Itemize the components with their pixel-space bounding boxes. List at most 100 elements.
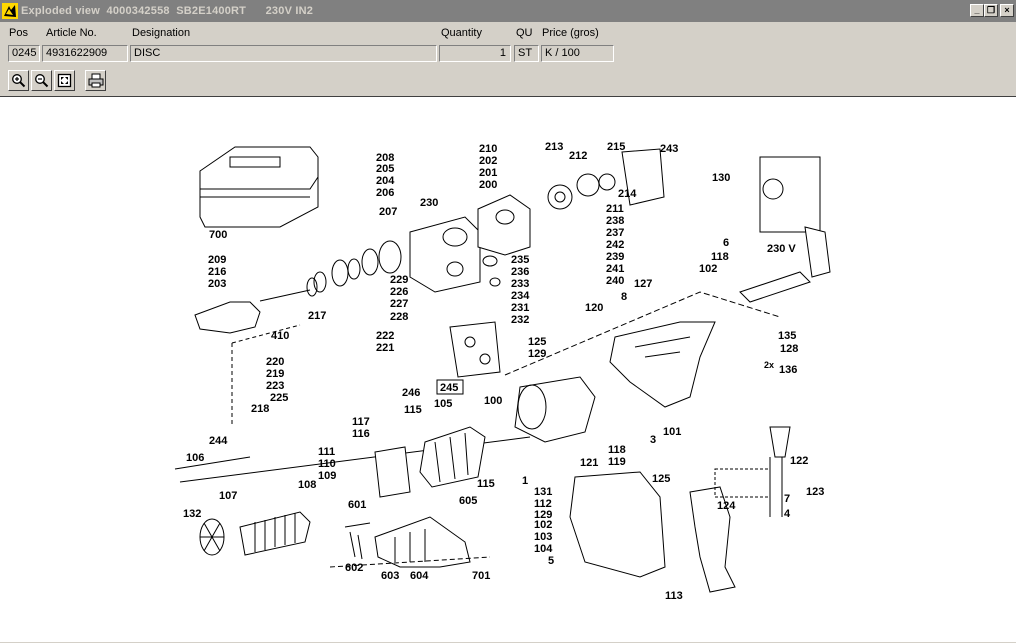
part-label[interactable]: 118	[711, 251, 729, 263]
part-label[interactable]: 100	[484, 395, 502, 407]
part-label[interactable]: 108	[298, 479, 316, 491]
restore-button[interactable]: ❐	[984, 4, 998, 17]
part-label[interactable]: 104	[534, 543, 553, 555]
part-label[interactable]: 410	[271, 330, 289, 342]
part-label[interactable]: 206	[376, 187, 394, 199]
part-label[interactable]: 200	[479, 179, 497, 191]
pos-field[interactable]: 0245	[8, 45, 40, 62]
part-label[interactable]: 235	[511, 254, 529, 266]
part-label[interactable]: 217	[308, 310, 326, 322]
part-label[interactable]: 110	[318, 458, 336, 470]
designation-field[interactable]: DISC	[130, 45, 437, 62]
part-label[interactable]: 220	[266, 356, 284, 368]
part-label[interactable]: 113	[665, 590, 683, 602]
price-field[interactable]: K / 100	[541, 45, 614, 62]
part-label[interactable]: 225	[270, 392, 288, 404]
part-label[interactable]: 118	[608, 444, 626, 456]
part-label[interactable]: 121	[580, 457, 598, 469]
part-label[interactable]: 204	[376, 175, 395, 187]
part-label[interactable]: 125	[528, 336, 546, 348]
part-label[interactable]: 115	[404, 404, 422, 416]
part-label[interactable]: 219	[266, 368, 284, 380]
part-label[interactable]: 221	[376, 342, 394, 354]
part-label[interactable]: 111	[318, 446, 335, 458]
minimize-button[interactable]: _	[970, 4, 984, 17]
part-label[interactable]: 242	[606, 239, 624, 251]
part-label[interactable]: 120	[585, 302, 603, 314]
part-label[interactable]: 201	[479, 167, 497, 179]
part-label[interactable]: 226	[390, 286, 408, 298]
part-label[interactable]: 223	[266, 380, 284, 392]
part-label[interactable]: 229	[390, 274, 408, 286]
part-label[interactable]: 106	[186, 452, 204, 464]
part-label[interactable]: 212	[569, 150, 587, 162]
part-label[interactable]: 238	[606, 215, 624, 227]
quantity-field[interactable]: 1	[439, 45, 511, 62]
part-label[interactable]: 232	[511, 314, 529, 326]
part-label[interactable]: 203	[208, 278, 226, 290]
part-label[interactable]: 604	[410, 570, 429, 582]
part-label[interactable]: 136	[779, 364, 797, 376]
part-label[interactable]: 125	[652, 473, 670, 485]
part-label[interactable]: 122	[790, 455, 808, 467]
part-label[interactable]: 132	[183, 508, 201, 520]
part-label[interactable]: 230	[420, 197, 438, 209]
part-label[interactable]: 105	[434, 398, 452, 410]
part-label[interactable]: 237	[606, 227, 624, 239]
part-label[interactable]: 601	[348, 499, 366, 511]
part-label[interactable]: 603	[381, 570, 399, 582]
part-label[interactable]: 107	[219, 490, 237, 502]
part-label[interactable]: 128	[780, 343, 798, 355]
part-label[interactable]: 209	[208, 254, 226, 266]
article-field[interactable]: 4931622909	[42, 45, 128, 62]
close-button[interactable]: ×	[1000, 4, 1014, 17]
part-label[interactable]: 241	[606, 263, 624, 275]
part-label[interactable]: 131	[534, 486, 552, 498]
part-label[interactable]: 218	[251, 403, 269, 415]
part-label[interactable]: 243	[660, 143, 678, 155]
part-label[interactable]: 215	[607, 141, 625, 153]
part-label[interactable]: 130	[712, 172, 730, 184]
part-label[interactable]: 123	[806, 486, 824, 498]
part-label[interactable]: 602	[345, 562, 363, 574]
part-label[interactable]: 211	[606, 203, 624, 215]
part-label[interactable]: 214	[618, 188, 637, 200]
part-label[interactable]: 701	[472, 570, 490, 582]
part-label[interactable]: 213	[545, 141, 563, 153]
part-label[interactable]: 6	[723, 237, 729, 249]
part-label[interactable]: 129	[534, 509, 552, 521]
part-label[interactable]: 240	[606, 275, 624, 287]
part-label[interactable]: 117	[352, 416, 370, 428]
zoom-out-button[interactable]	[31, 70, 52, 91]
part-label[interactable]: 129	[528, 348, 546, 360]
part-label[interactable]: 210	[479, 143, 497, 155]
part-label[interactable]: 115	[477, 478, 495, 490]
part-label[interactable]: 124	[717, 500, 736, 512]
part-label[interactable]: 246	[402, 387, 420, 399]
part-label[interactable]: 4	[784, 508, 791, 520]
part-label[interactable]: 605	[459, 495, 477, 507]
part-label[interactable]: 109	[318, 470, 336, 482]
part-label[interactable]: 101	[663, 426, 681, 438]
part-label[interactable]: 102	[699, 263, 717, 275]
part-label[interactable]: 244	[209, 435, 228, 447]
part-label[interactable]: 231	[511, 302, 529, 314]
part-label[interactable]: 208	[376, 152, 394, 164]
exploded-view-diagram[interactable]: 2082052042062077002302102022012002132122…	[0, 97, 1016, 643]
part-label[interactable]: 239	[606, 251, 624, 263]
part-label[interactable]: 5	[548, 555, 554, 567]
part-label[interactable]: 222	[376, 330, 394, 342]
part-label[interactable]: 207	[379, 206, 397, 218]
fit-to-window-button[interactable]	[54, 70, 75, 91]
part-label[interactable]: 205	[376, 163, 394, 175]
part-label[interactable]: 102	[534, 519, 552, 531]
part-label[interactable]: 112	[534, 498, 552, 510]
part-label[interactable]: 8	[621, 291, 627, 303]
part-label[interactable]: 234	[511, 290, 530, 302]
part-label[interactable]: 119	[608, 456, 626, 468]
part-label[interactable]: 236	[511, 266, 529, 278]
part-label[interactable]: 127	[634, 278, 652, 290]
part-label[interactable]: 116	[352, 428, 370, 440]
part-label[interactable]: 700	[209, 229, 227, 241]
